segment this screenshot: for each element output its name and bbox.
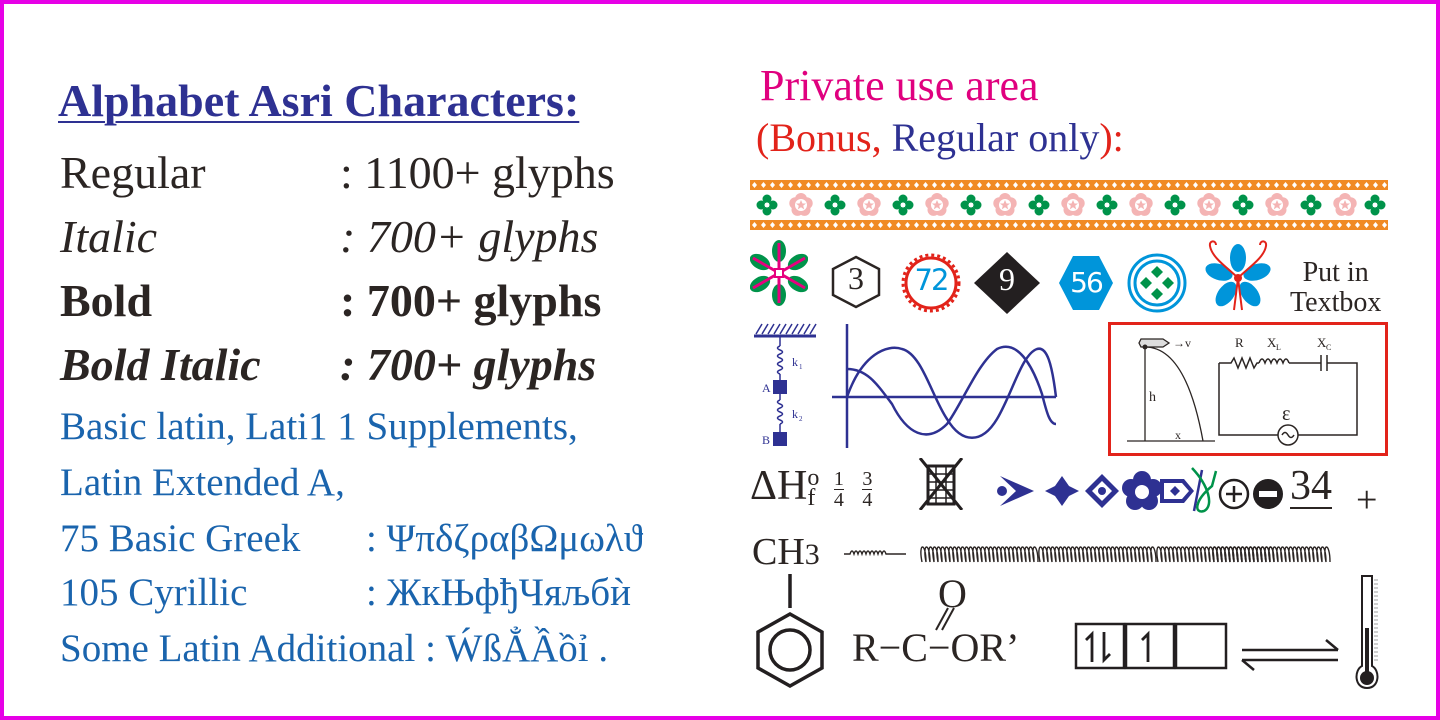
velocity-label: →v: [1173, 336, 1191, 350]
double-bond-icon: [935, 607, 955, 631]
ornamental-snowflake-icon: [750, 240, 808, 306]
thermometer-icon: [1355, 575, 1379, 690]
blue-flower-ornament-icon: [1205, 240, 1271, 311]
coverage-latin-additional: Some Latin Additional : ẂßẲẦồỉ .: [60, 626, 608, 671]
projectile-and-rlc-circuit-icon: →v h x R X L X C ε: [1127, 335, 1358, 446]
svg-text:X: X: [1317, 335, 1327, 350]
style-name: Bold Italic: [60, 339, 261, 390]
latin-additional-label: Some Latin Additional: [60, 627, 416, 670]
put-in-line: Put in: [1302, 257, 1369, 288]
resistor-label: R: [1235, 335, 1244, 350]
svg-text:X: X: [1267, 335, 1277, 350]
bonus-label: Bonus,: [769, 115, 882, 160]
blue-hexagon-number: 56: [1070, 266, 1104, 299]
style-name: Italic: [60, 211, 158, 262]
svg-text:A: A: [762, 381, 771, 395]
greek-label: 75 Basic Greek: [60, 517, 301, 560]
put-in-textbox-note: Put in Textbox: [1290, 258, 1381, 318]
ester-formula: R−C−OR’: [852, 625, 1020, 670]
style-count: : 700+ glyphs: [340, 275, 602, 326]
pua-title: Private use area: [760, 61, 1039, 110]
subscript-f: f: [807, 485, 816, 511]
style-name: Bold: [60, 275, 153, 326]
style-row-italic: Italic : 700+ glyphs: [60, 210, 598, 263]
hexagon-number-badge-icon: [831, 255, 881, 309]
blue-hexagon-number-badge-icon: [1059, 256, 1113, 310]
emf-label: ε: [1282, 403, 1290, 425]
carbonyl-oxygen: O: [938, 571, 967, 616]
coverage-basic-latin: Basic latin, Lati1 1 Supplements,: [60, 405, 578, 448]
pua-subtitle: (Bonus, Regular only):: [756, 114, 1124, 161]
coverage-greek: 75 Basic Greek : ΨπδζραβΩμωλϑ: [60, 516, 643, 561]
superscript-o: o: [807, 465, 820, 491]
spring-mass-diagram-icon: k 1 k 2 A B: [754, 323, 817, 447]
underlined-number: 34: [1290, 463, 1332, 509]
regular-only-label: Regular only: [881, 115, 1100, 160]
height-label: h: [1149, 390, 1156, 405]
cyrillic-sample: : ЖкЊфђЧяљбѝ: [366, 571, 631, 614]
ringed-diamond-cluster-icon: [1127, 253, 1187, 313]
svg-text:2: 2: [799, 415, 803, 423]
textbox-line: Textbox: [1290, 287, 1382, 318]
page-title: Alphabet Asri Characters:: [58, 75, 580, 126]
orbital-diagram-icon: [1074, 622, 1228, 670]
coverage-cyrillic: 105 Cyrillic : ЖкЊфђЧяљбѝ: [60, 570, 631, 615]
paren-open: (: [756, 115, 770, 160]
style-name: Regular: [60, 147, 206, 198]
style-row-bold: Bold : 700+ glyphs: [60, 274, 601, 327]
style-count: : 700+ glyphs: [340, 211, 599, 262]
distance-label: x: [1175, 428, 1181, 442]
sun-number: 72: [914, 263, 950, 297]
sun-number-badge-icon: [901, 253, 961, 313]
ornament-glyph-row-icon: [997, 467, 1283, 513]
equilibrium-arrows-icon: [1241, 639, 1339, 671]
latin-additional-sample: : ẂßẲẦồỉ .: [425, 627, 609, 670]
style-count: : 700+ glyphs: [340, 339, 597, 390]
diamond-number: 9: [999, 261, 1015, 297]
plus-sign: +: [1356, 479, 1378, 521]
methyl-group-label: CH3: [752, 531, 820, 573]
diamond-number-badge-icon: [974, 252, 1040, 314]
crossed-out-grid-icon: [918, 458, 964, 510]
svg-text:B: B: [762, 433, 770, 447]
sine-wave-graph-icon: [832, 324, 1058, 448]
hexagon-number: 3: [848, 260, 864, 296]
cyrillic-label: 105 Cyrillic: [60, 571, 248, 614]
coil-spring-row-icon: [844, 546, 1331, 563]
delta-h: ΔH: [750, 463, 808, 509]
benzene-ring-icon: [756, 574, 824, 689]
physics-diagrams-box: →v h x R X L X C ε: [1108, 322, 1388, 456]
k2-label: k: [792, 407, 798, 421]
svg-text:L: L: [1276, 343, 1281, 352]
style-count: : 1100+ glyphs: [340, 147, 615, 198]
k1-label: k: [792, 355, 798, 369]
style-row-regular: Regular : 1100+ glyphs: [60, 146, 615, 199]
svg-text:1: 1: [799, 363, 803, 371]
style-row-bold-italic: Bold Italic : 700+ glyphs: [60, 338, 596, 391]
paren-close: ):: [1099, 115, 1124, 160]
greek-sample: : ΨπδζραβΩμωλϑ: [366, 517, 644, 560]
svg-text:C: C: [1326, 343, 1331, 352]
coverage-latin-extended: Latin Extended A,: [60, 461, 345, 504]
decorative-border-band-icon: [750, 180, 1388, 230]
